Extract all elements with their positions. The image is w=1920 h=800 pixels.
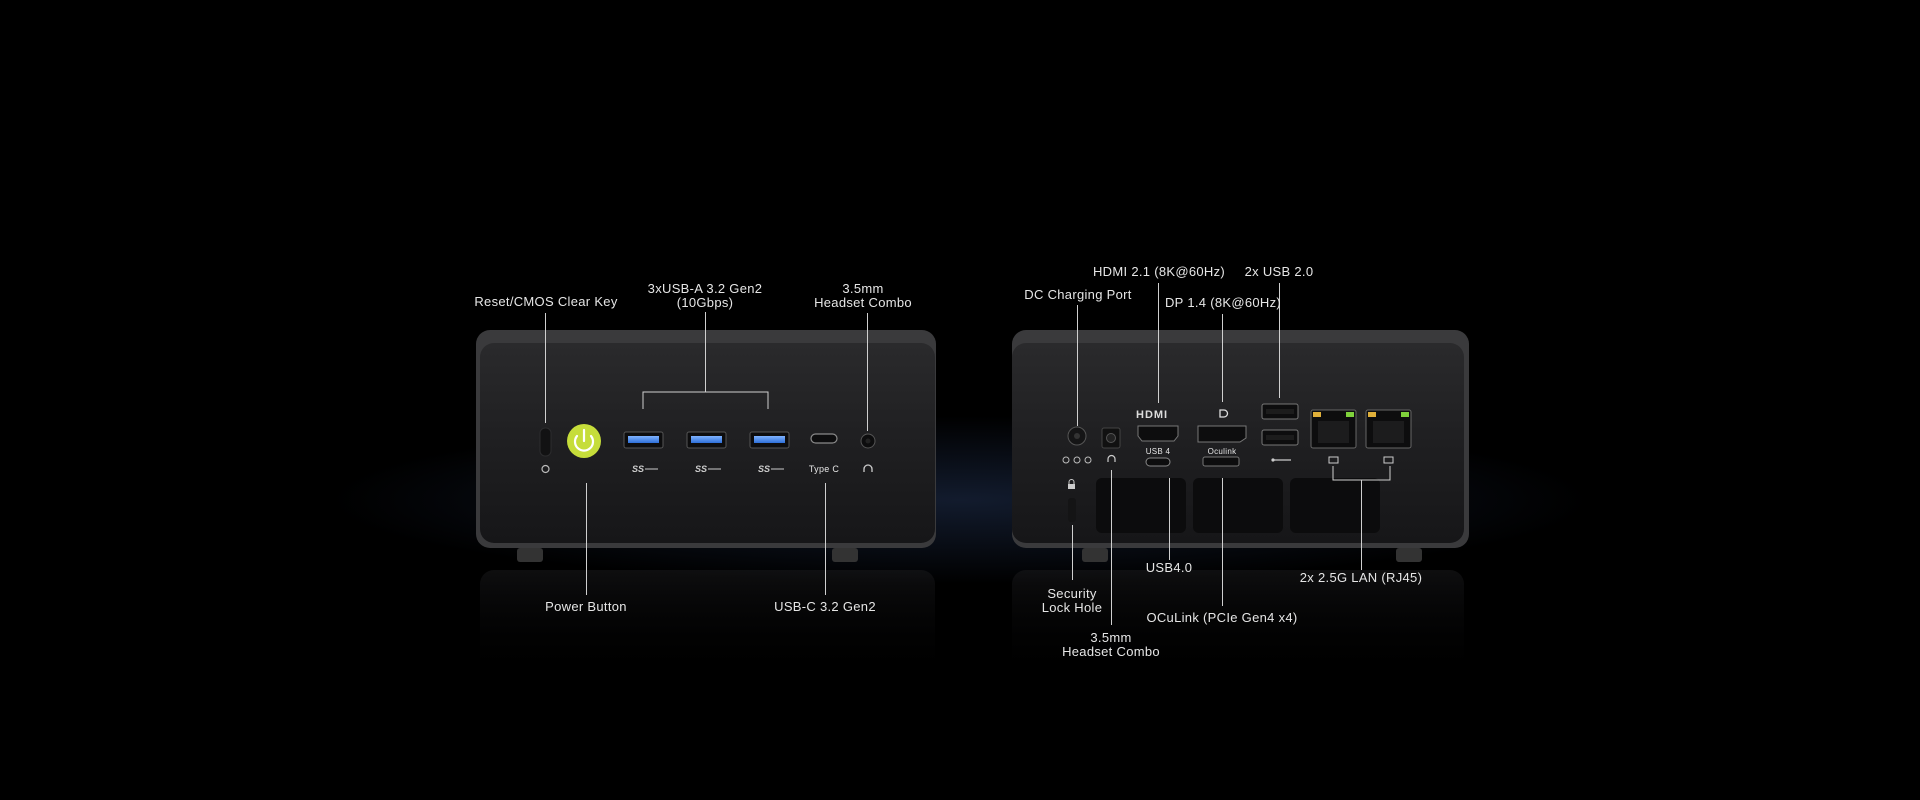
- hdmi-port[interactable]: [1137, 425, 1179, 442]
- oculink-mark: Oculink: [1207, 447, 1237, 456]
- dc-charging-label: DC Charging Port: [1024, 287, 1132, 302]
- reset-icon: [541, 464, 550, 474]
- usb4-port[interactable]: [1145, 457, 1171, 467]
- power-button-label: Power Button: [545, 599, 627, 614]
- reset-cmos-label: Reset/CMOS Clear Key: [474, 294, 618, 309]
- lan-label: 2x 2.5G LAN (RJ45): [1299, 570, 1423, 585]
- usb4-mark: USB 4: [1145, 447, 1171, 456]
- rear-headset-jack[interactable]: [1101, 427, 1121, 449]
- headset-jack[interactable]: [860, 433, 876, 449]
- reset-slot: [539, 427, 552, 457]
- lan-leader: [1361, 480, 1362, 570]
- usb2-port-bottom[interactable]: [1261, 429, 1299, 446]
- vent-grille: [1096, 478, 1380, 533]
- dp-leader: [1222, 314, 1223, 402]
- lan-port-1[interactable]: [1310, 409, 1357, 449]
- lan-port-2[interactable]: [1365, 409, 1412, 449]
- front-headset-label: 3.5mm Headset Combo: [814, 281, 912, 310]
- reset-leader: [545, 313, 546, 423]
- displayport-port[interactable]: [1197, 425, 1247, 443]
- usb-3-icon: SS SS SS: [632, 464, 784, 474]
- power-button-icon[interactable]: [567, 424, 601, 458]
- rear-headset-label: 3.5mm Headset Combo: [1062, 630, 1160, 659]
- rear-reflection: [1012, 570, 1464, 680]
- usb-a-label: 3xUSB-A 3.2 Gen2 (10Gbps): [647, 281, 763, 310]
- dp-label: DP 1.4 (8K@60Hz): [1164, 295, 1282, 310]
- hdmi-label: HDMI 2.1 (8K@60Hz): [1092, 264, 1226, 279]
- usb4-leader: [1169, 478, 1170, 560]
- type-c-mark: Type C: [808, 464, 840, 474]
- front-reflection: [480, 570, 935, 680]
- rear-foot-left: [1082, 548, 1108, 562]
- hdmi-logo-icon: HDMI: [1136, 409, 1168, 421]
- svg-text:SS: SS: [758, 464, 770, 474]
- security-lock-hole: [1068, 498, 1076, 522]
- oculink-port[interactable]: [1202, 456, 1240, 467]
- front-device: SS SS SS: [476, 330, 936, 680]
- dc-polarity-icon: [1062, 456, 1092, 464]
- displayport-icon: [1219, 409, 1229, 418]
- rear-foot-right: [1396, 548, 1422, 562]
- usb-c-label: USB-C 3.2 Gen2: [774, 599, 876, 614]
- oculink-leader: [1222, 478, 1223, 606]
- headphone-icon: [863, 464, 873, 472]
- rear-headset-leader: [1111, 470, 1112, 625]
- usb-icon: [1271, 458, 1291, 462]
- usb2-label: 2x USB 2.0: [1244, 264, 1314, 279]
- usb-a-port-3[interactable]: [749, 431, 790, 449]
- svg-text:HDMI: HDMI: [1136, 409, 1168, 421]
- dc-jack[interactable]: [1067, 426, 1087, 446]
- front-headset-leader: [867, 313, 868, 431]
- svg-text:SS: SS: [695, 464, 707, 474]
- usb-c-leader: [825, 483, 826, 595]
- usb2-port-top[interactable]: [1261, 403, 1299, 420]
- power-leader: [586, 483, 587, 595]
- rear-device: HDMI: [1012, 330, 1469, 680]
- lock-icon: [1068, 479, 1075, 489]
- lan-icon: [1328, 456, 1394, 464]
- usb-a-leader: [705, 312, 706, 392]
- usb4-label: USB4.0: [1145, 560, 1193, 575]
- front-foot-left: [517, 548, 543, 562]
- svg-text:SS: SS: [632, 464, 644, 474]
- usb-c-port-icon[interactable]: [810, 433, 838, 444]
- headphone-icon: [1107, 454, 1116, 462]
- usb-a-port-2[interactable]: [686, 431, 727, 449]
- security-lock-label: Security Lock Hole: [1041, 586, 1103, 615]
- dc-leader: [1077, 305, 1078, 426]
- security-leader: [1072, 525, 1073, 580]
- front-foot-right: [832, 548, 858, 562]
- oculink-label: OCuLink (PCIe Gen4 x4): [1146, 610, 1298, 625]
- usb-a-port-1[interactable]: [623, 431, 664, 449]
- usb2-leader: [1279, 283, 1280, 398]
- usb-a-bracket: [642, 391, 769, 409]
- hdmi-leader: [1158, 283, 1159, 403]
